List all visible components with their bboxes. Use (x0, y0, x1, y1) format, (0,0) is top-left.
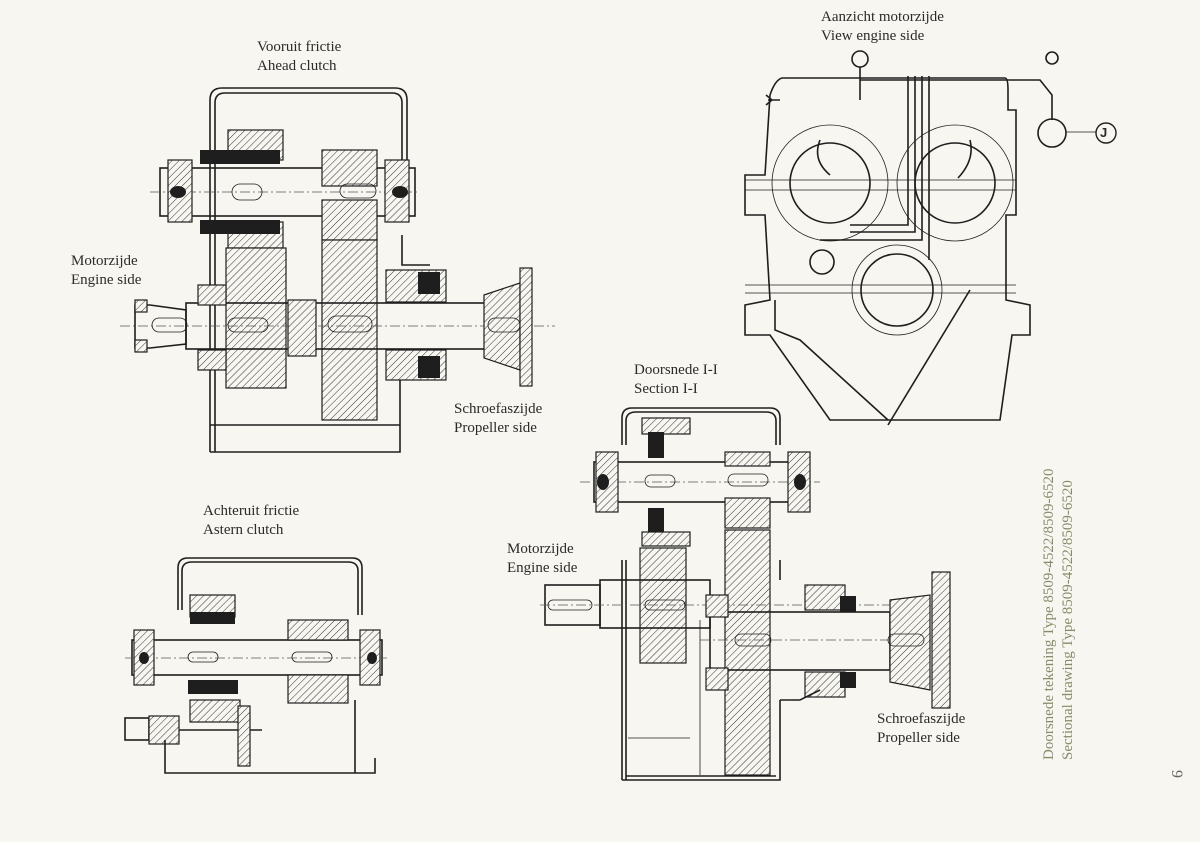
engine-view-title-en: View engine side (821, 28, 925, 44)
section-engine-side-en: Engine side (507, 560, 578, 576)
side-caption-en: Sectional drawing Type 8509-4522/8509-65… (1060, 480, 1076, 760)
engine-view-drawing (744, 50, 1098, 426)
page-number: 9 (1168, 770, 1185, 778)
astern-clutch-title-nl: Achteruit frictie (203, 503, 300, 519)
engine-view-title-nl: Aanzicht motorzijde (821, 9, 944, 25)
section-propeller-side-en: Propeller side (877, 730, 960, 746)
section-engine-side-nl: Motorzijde (507, 541, 574, 557)
ahead-engine-side-en: Engine side (71, 272, 142, 288)
astern-clutch-drawing (124, 557, 390, 774)
ahead-clutch-title-nl: Vooruit frictie (257, 39, 342, 55)
side-caption-nl: Doorsnede tekening Type 8509-4522/8509-6… (1041, 468, 1057, 760)
ahead-propeller-side-en: Propeller side (454, 420, 537, 436)
ahead-propeller-side-nl: Schroefaszijde (454, 401, 543, 417)
ahead-clutch-title-en: Ahead clutch (257, 58, 337, 74)
astern-clutch-title-en: Astern clutch (203, 522, 284, 538)
section-title-en: Section I-I (634, 381, 698, 397)
section-drawing (540, 407, 951, 781)
callout-j-label: J (1100, 125, 1108, 140)
callout-j (1095, 122, 1117, 144)
side-caption: Doorsnede tekening Type 8509-4522/8509-6… (1040, 468, 1078, 760)
ahead-engine-side-nl: Motorzijde (71, 253, 138, 269)
section-title-nl: Doorsnede I-I (634, 362, 718, 378)
section-propeller-side-nl: Schroefaszijde (877, 711, 966, 727)
ahead-clutch-drawing (120, 87, 555, 453)
